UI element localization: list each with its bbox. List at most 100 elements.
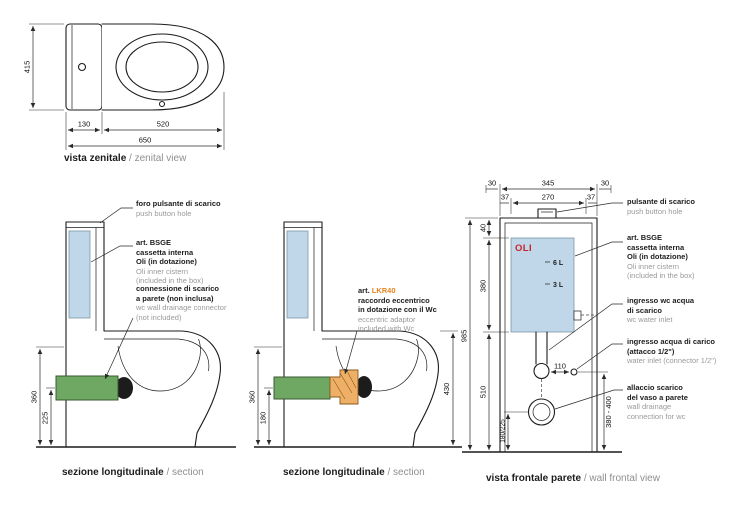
level-mark-3l: 3 L — [553, 282, 564, 289]
section-a-wall-drain-pipe — [55, 375, 119, 401]
oli-logo: OLI — [515, 243, 532, 254]
frontal-dimensions-left: 985 40 380 510 180/225 — [460, 217, 528, 450]
frontal-dimensions-top: 30 345 30 37 270 37 — [485, 179, 612, 216]
dim-37-right: 37 — [587, 193, 595, 202]
dim-40: 40 — [479, 224, 488, 232]
annotation-water-inlet-connector: ingresso acqua di carico (attacco 1/2") … — [627, 337, 751, 366]
zenital-toilet-outline — [65, 23, 225, 111]
zenital-view-title: vista zenitale / zenital view — [64, 153, 186, 164]
annotation-push-button-hole-f: pulsante di scarico push button hole — [627, 197, 749, 216]
dim-225: 225 — [41, 412, 50, 425]
frontal-flush-pipe-elbow — [533, 362, 550, 380]
dim-30-right: 30 — [601, 179, 609, 188]
dim-345: 345 — [542, 179, 555, 188]
annotation-inner-cistern-f: art. BSGE cassetta interna Oli (in dotaz… — [627, 233, 749, 281]
section-b-view-title: sezione longitudinale / section — [283, 467, 425, 478]
view-title-en: / section — [163, 467, 204, 478]
annotation-line-en: wall drainage — [627, 402, 672, 412]
annotation-line-en: eccentric adaptor — [358, 314, 416, 324]
section-a-view-title: sezione longitudinale / section — [62, 467, 204, 478]
annotation-line-it: ingresso acqua di carico — [627, 337, 715, 346]
dim-650: 650 — [139, 136, 152, 145]
dim-520: 520 — [157, 120, 170, 129]
annotation-line-it: connessione di scarico — [136, 284, 219, 293]
section-b-dimensions: 360 180 430 — [248, 330, 458, 445]
dim-180: 180 — [259, 412, 268, 425]
annotation-wall-drain-connector-a: connessione di scarico a parete (non inc… — [136, 284, 241, 322]
dim-985: 985 — [460, 330, 469, 343]
dim-270: 270 — [542, 193, 555, 202]
annotation-line-en: water inlet (connector 1/2") — [627, 356, 717, 366]
dim-380: 380 — [479, 280, 488, 293]
section-b-leader-lines — [344, 330, 358, 375]
annotation-push-button-hole-a: foro pulsante di scarico push button hol… — [136, 199, 231, 218]
dim-180-225: 180/225 — [500, 419, 507, 443]
annotation-wc-water-inlet: ingresso wc acqua di scarico wc water in… — [627, 296, 749, 325]
zenital-button-hole — [77, 62, 87, 72]
view-title-en: / wall frontal view — [581, 473, 660, 484]
view-title-it: vista frontale parete — [486, 473, 582, 484]
view-title-it: vista zenitale — [64, 153, 127, 164]
annotation-line-it: cassetta interna — [136, 247, 194, 257]
section-b-inner-cistern — [286, 230, 309, 319]
frontal-cistern — [510, 237, 575, 333]
section-a-inner-cistern — [68, 230, 91, 319]
annotation-eccentric-adaptor-b: art. LKR40 raccordo eccentrico in dotazi… — [358, 286, 458, 334]
annotation-line-en: included with Wc — [358, 324, 415, 334]
annotation-art-prefix: art. — [358, 286, 372, 295]
annotation-line-it: Oli (in dotazione) — [136, 257, 197, 267]
zenital-bowl-outline — [101, 23, 225, 111]
dim-130: 130 — [78, 120, 91, 129]
annotation-line-it: in dotazione con il Wc — [358, 305, 437, 315]
section-b-drain-opening — [356, 376, 372, 398]
annotation-line-it: del vaso a parete — [627, 392, 688, 402]
section-a-dimensions: 360 225 — [30, 346, 64, 445]
annotation-line-en: Oli inner cistern — [136, 266, 189, 276]
annotation-line-en: wc wall drainage connector — [136, 303, 227, 313]
level-mark-6l: 6 L — [553, 260, 564, 267]
annotation-line-en: push button hole — [136, 208, 192, 218]
annotation-line-it: ingresso wc acqua — [627, 296, 695, 305]
annotation-line-en: (not included) — [136, 312, 182, 322]
section-b-wall-drain-pipe — [273, 376, 331, 400]
frontal-view-title: vista frontale parete / wall frontal vie… — [486, 473, 660, 484]
annotation-line-it: art. BSGE — [136, 238, 172, 247]
dim-37-left: 37 — [501, 193, 509, 202]
annotation-line-it: pulsante di scarico — [627, 197, 695, 206]
zenital-tank-outline — [65, 23, 103, 111]
frontal-dimension-right: 380 - 400 — [578, 371, 613, 450]
frontal-water-inlet-hole — [570, 368, 578, 376]
annotation-line-it: foro pulsante di scarico — [136, 199, 221, 208]
annotation-line-en: connection for wc — [627, 411, 686, 421]
dim-360-b: 360 — [248, 391, 257, 404]
annotation-line-en: (included in the box) — [627, 271, 695, 281]
annotation-wall-drainage-connection: allaccio scarico del vaso a parete wall … — [627, 383, 749, 421]
frontal-view: OLI 6 L 3 L 110 30 345 30 — [460, 179, 623, 453]
section-a-view: 360 225 — [30, 207, 236, 448]
dim-380-400: 380 - 400 — [604, 396, 613, 428]
annotation-art-code: LKR40 — [371, 286, 396, 295]
dim-510: 510 — [479, 386, 488, 399]
zenital-view: 415 130 520 650 — [23, 23, 225, 150]
annotation-line-en: (included in the box) — [136, 276, 204, 286]
zenital-dimensions: 415 130 520 650 — [23, 23, 225, 150]
annotation-line-it: raccordo eccentrico — [358, 295, 430, 305]
annotation-line-it: (attacco 1/2") — [627, 346, 675, 356]
annotation-line-en: push button hole — [627, 206, 683, 216]
frontal-inlet-fitting — [573, 310, 582, 321]
annotation-line-it: di scarico — [627, 305, 663, 315]
zenital-front-hole — [158, 100, 166, 108]
view-title-en: / section — [384, 467, 425, 478]
frontal-leader-lines — [548, 202, 623, 410]
section-a-drain-opening — [115, 377, 133, 399]
section-a-leader-lines — [90, 207, 134, 380]
dim-30-left: 30 — [488, 179, 496, 188]
annotation-line-it: allaccio scarico — [627, 383, 683, 392]
annotation-line-it: art. BSGE — [627, 233, 663, 242]
annotation-line-en: Oli inner cistern — [627, 261, 680, 271]
dim-430: 430 — [442, 383, 451, 396]
annotation-line-it: cassetta interna — [627, 242, 685, 252]
dim-110: 110 — [554, 362, 566, 371]
dim-360-a: 360 — [30, 391, 39, 404]
annotation-inner-cistern-a: art. BSGE cassetta interna Oli (in dotaz… — [136, 238, 231, 286]
